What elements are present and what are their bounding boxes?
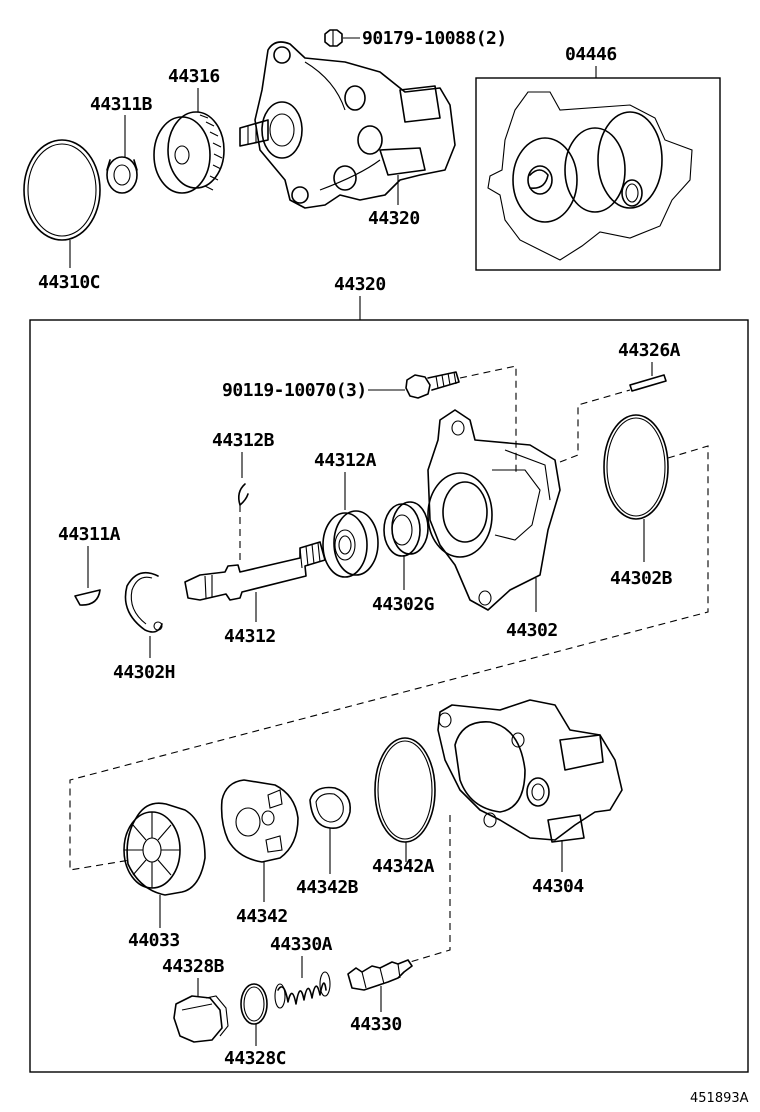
label-44320-box: 44320 — [334, 274, 386, 295]
label-44330a: 44330A — [270, 934, 333, 955]
label-90119-10070: 90119-10070(3) — [222, 380, 367, 401]
label-44320-top: 44320 — [368, 208, 420, 229]
label-44033: 44033 — [128, 930, 180, 951]
nut-44311b — [106, 156, 138, 194]
bearing-44312a — [322, 510, 379, 578]
kit-04446-box — [475, 77, 721, 271]
cam-ring-44342 — [220, 779, 299, 863]
pump-assembly-44320 — [239, 41, 456, 209]
label-44342b: 44342B — [296, 877, 359, 898]
label-44312b: 44312B — [212, 430, 275, 451]
snap-ring-44302h — [124, 571, 163, 633]
spring-44330a — [274, 971, 331, 1009]
label-44342: 44342 — [236, 906, 288, 927]
label-44310c: 44310C — [38, 272, 100, 293]
bolt-90119-10070 — [405, 371, 460, 399]
rotor-vane-set-44033 — [123, 802, 206, 896]
oil-seal-44302g — [383, 501, 429, 557]
flow-control-valve-44330 — [347, 959, 413, 991]
o-ring-44310c — [23, 139, 101, 241]
label-44302h: 44302H — [113, 662, 175, 683]
woodruff-key-44311a — [74, 589, 101, 606]
snap-ring-44312b — [238, 483, 249, 506]
gear-44316 — [153, 111, 225, 194]
label-44311a: 44311A — [58, 524, 121, 545]
label-44328c: 44328C — [224, 1048, 286, 1069]
shaft-44312 — [184, 541, 326, 601]
rear-housing-44304 — [437, 699, 623, 843]
label-44302b: 44302B — [610, 568, 673, 589]
label-44302g: 44302G — [372, 594, 434, 615]
o-ring-44302b — [603, 414, 669, 520]
label-44302: 44302 — [506, 620, 558, 641]
front-housing-44302 — [427, 409, 561, 611]
label-44330: 44330 — [350, 1014, 402, 1035]
label-44311b: 44311B — [90, 94, 153, 115]
label-44326a: 44326A — [618, 340, 681, 361]
label-04446: 04446 — [565, 44, 617, 65]
label-44316: 44316 — [168, 66, 220, 87]
bolt-90179-10088 — [324, 29, 343, 47]
label-90179-10088: 90179-10088(2) — [362, 28, 507, 49]
label-44342a: 44342A — [372, 856, 435, 877]
o-ring-44328c — [240, 983, 268, 1025]
label-44312a: 44312A — [314, 450, 377, 471]
pin-44326a — [629, 374, 667, 392]
assembly-44320-box — [29, 319, 749, 1073]
label-44304: 44304 — [532, 876, 584, 897]
diagram-reference-code: 451893A — [690, 1091, 749, 1106]
plug-44328b — [173, 995, 229, 1043]
gasket-kit-04446 — [487, 91, 693, 261]
label-44328b: 44328B — [162, 956, 225, 977]
label-44312: 44312 — [224, 626, 276, 647]
o-ring-44342a — [374, 737, 436, 843]
spring-seat-44342b — [309, 786, 352, 829]
